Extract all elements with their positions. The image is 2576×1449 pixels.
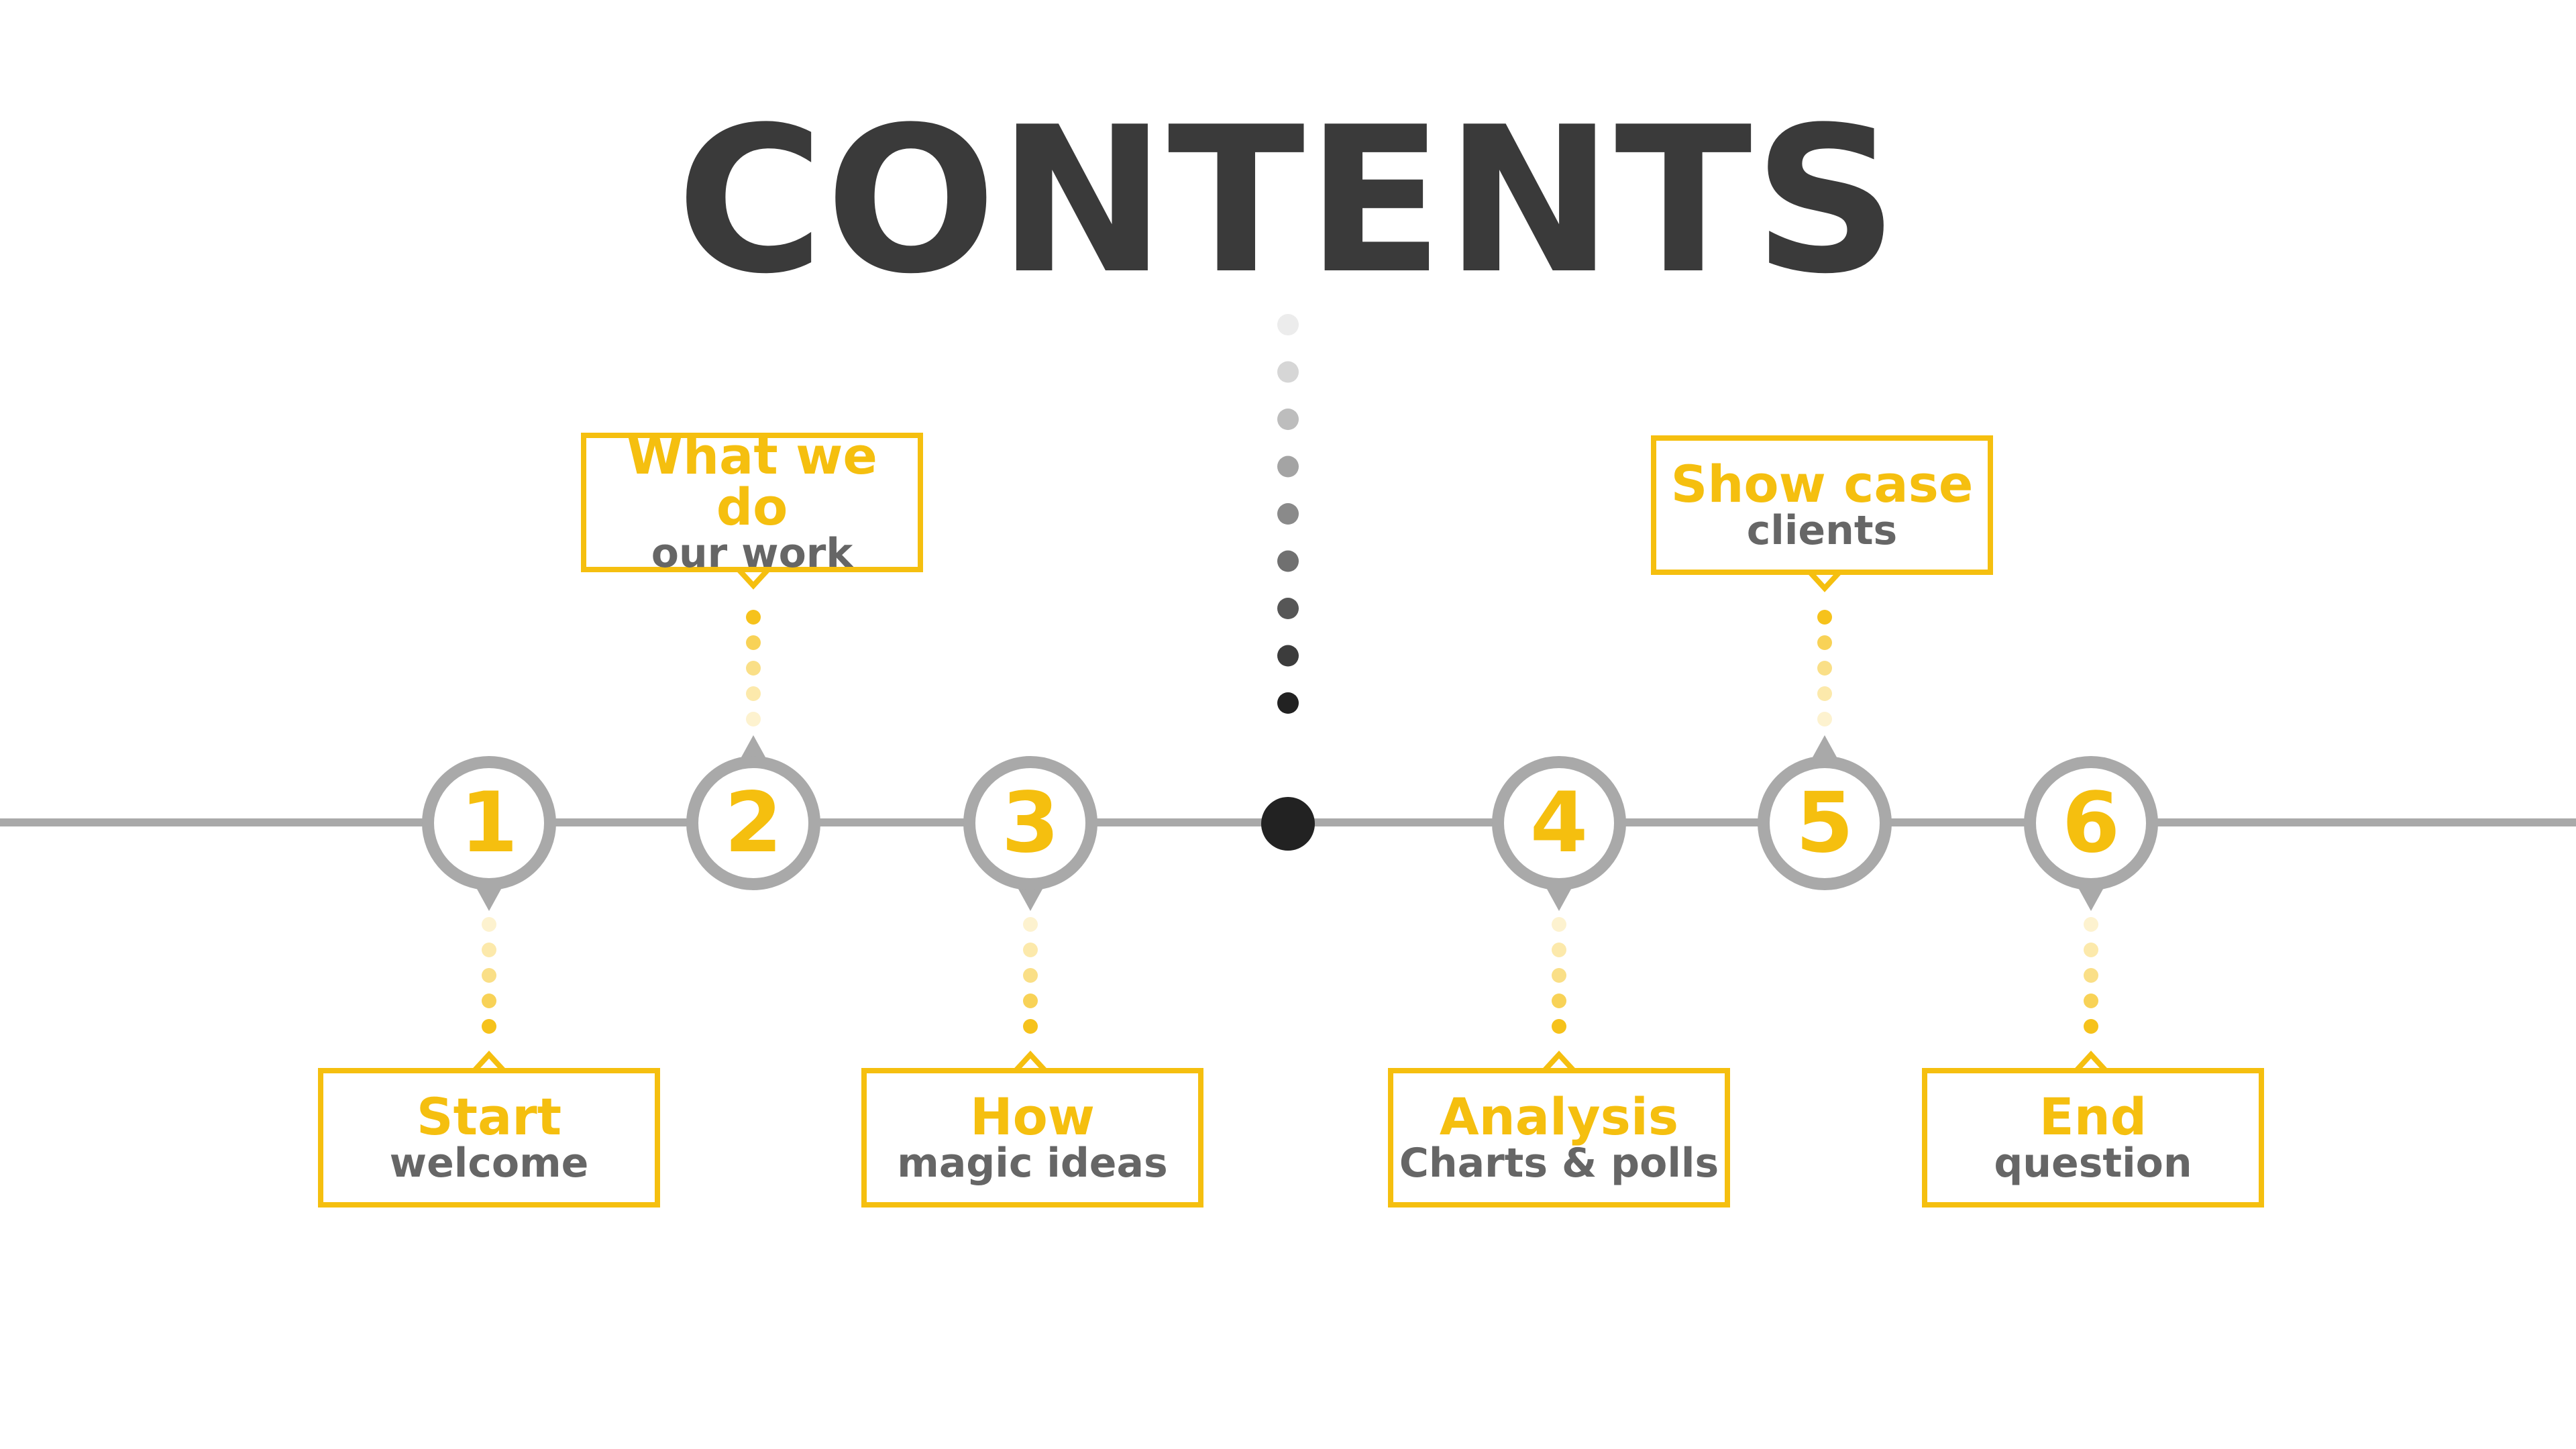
callout-notch: [472, 1051, 506, 1073]
connector-dot: [2084, 968, 2098, 983]
connector-dot: [1023, 994, 1038, 1008]
connector-dot: [1277, 314, 1299, 335]
callout-notch: [737, 568, 770, 590]
node-pointer: [1544, 884, 1574, 911]
connector-dot: [1023, 1019, 1038, 1034]
connector-dot: [1277, 598, 1299, 619]
callout-sublabel: Charts & polls: [1399, 1139, 1719, 1187]
connector-dot: [2084, 994, 2098, 1008]
node-pointer: [739, 735, 768, 762]
connector-dot: [746, 661, 761, 676]
connector-dot: [2084, 1019, 2098, 1034]
callout-label: Show case: [1670, 453, 1974, 514]
center-dotted-connector: [1277, 314, 1299, 714]
callout-what-we-do: What we do our work: [581, 425, 923, 577]
callout-label: What we do: [627, 425, 877, 537]
callout-sublabel: our work: [651, 529, 853, 577]
connector-dot: [1277, 692, 1299, 714]
node-pointer: [474, 884, 504, 911]
connector-dot: [1817, 712, 1832, 727]
callout-sublabel: question: [1994, 1139, 2192, 1187]
connector-dot: [1023, 943, 1038, 957]
connector-dot: [482, 1019, 496, 1034]
connector-dot: [1817, 610, 1832, 625]
connector-dot: [2084, 917, 2098, 932]
connector-dot: [1552, 1019, 1566, 1034]
callout-label: Analysis: [1439, 1086, 1679, 1146]
callout-show-case: Show case clients: [1651, 435, 1993, 575]
node-pointer: [2076, 884, 2106, 911]
callout-sublabel: magic ideas: [897, 1139, 1168, 1187]
connector-dot: [1817, 635, 1832, 650]
connector-dot: [1552, 943, 1566, 957]
node-pointer: [1810, 735, 1839, 762]
callout-start: Start welcome: [318, 1068, 660, 1208]
connector-dot: [1277, 409, 1299, 430]
connector-dot: [1277, 503, 1299, 525]
callout-how: How magic ideas: [861, 1068, 1203, 1208]
callout-notch: [1014, 1051, 1047, 1073]
connector-dot: [482, 917, 496, 932]
connector-dot: [1552, 994, 1566, 1008]
timeline-node-6: 6: [2024, 756, 2158, 890]
connector-dot: [1277, 550, 1299, 572]
callout-end: End question: [1922, 1068, 2264, 1208]
callout-label: Start: [416, 1086, 562, 1146]
connector-dot: [482, 943, 496, 957]
connector-dot: [1023, 968, 1038, 983]
connector-dot: [482, 994, 496, 1008]
callout-label: How: [969, 1086, 1095, 1146]
connector-dot: [746, 712, 761, 727]
timeline-node-4: 4: [1492, 756, 1626, 890]
connector-dot: [1817, 686, 1832, 701]
connector-dot: [1277, 645, 1299, 667]
page-title: CONTENTS: [676, 84, 1900, 318]
connector-dot: [746, 635, 761, 650]
callout-notch: [2074, 1051, 2108, 1073]
connector-dot: [746, 686, 761, 701]
item-dotted-connectors: [482, 610, 2098, 1034]
connector-dot: [1023, 917, 1038, 932]
connector-dot: [482, 968, 496, 983]
callout-analysis: Analysis Charts & polls: [1388, 1068, 1730, 1208]
timeline-node-5: 5: [1758, 756, 1892, 890]
timeline-node-2: 2: [686, 756, 820, 890]
connector-dot: [1277, 455, 1299, 478]
timeline-node-3: 3: [963, 756, 1097, 890]
timeline-node-1: 1: [422, 756, 556, 890]
connector-dot: [1552, 917, 1566, 932]
connector-dot: [746, 610, 761, 625]
node-pointer: [1016, 884, 1045, 911]
callout-label: End: [2039, 1086, 2147, 1146]
connector-dot: [2084, 943, 2098, 957]
connector-dot: [1552, 968, 1566, 983]
callout-notch: [1542, 1051, 1576, 1073]
callout-sublabel: welcome: [389, 1139, 589, 1187]
item-pointers: [472, 568, 2108, 1073]
callout-sublabel: clients: [1746, 506, 1898, 554]
connector-dot: [1817, 661, 1832, 676]
callout-notch: [1808, 570, 1841, 592]
connector-dot: [1277, 361, 1299, 383]
timeline-center-dot: [1261, 797, 1315, 851]
